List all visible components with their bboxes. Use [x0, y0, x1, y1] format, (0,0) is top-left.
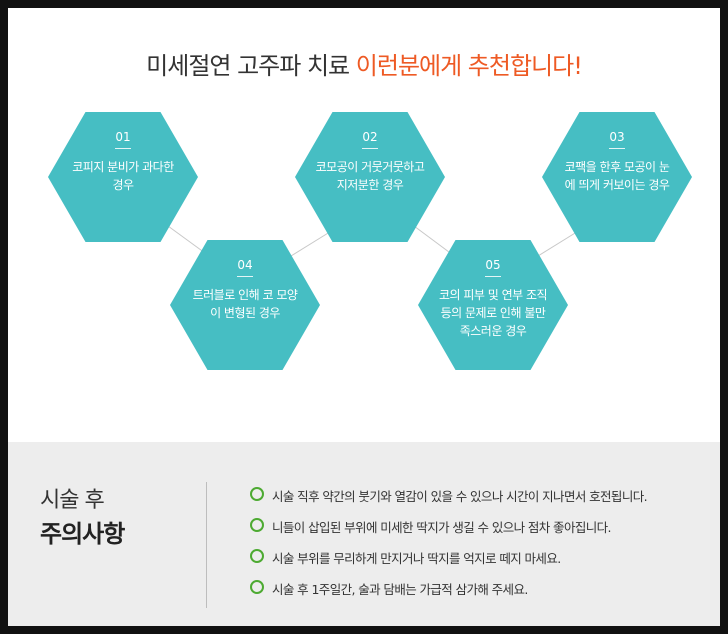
case-text: 코팩을 한후 모공이 눈에 띄게 커보이는 경우	[564, 160, 670, 192]
case-number: 03	[609, 130, 625, 144]
list-item: 니들이 삽입된 부위에 미세한 딱지가 생길 수 있으나 점차 좋아집니다.	[250, 517, 647, 548]
aftercare-title-line1: 시술 후	[40, 488, 105, 513]
aftercare-list: 시술 직후 약간의 붓기와 열감이 있을 수 있으나 시간이 지나면서 호전됩니…	[250, 486, 648, 610]
page-title: 미세절연 고주파 치료 이런분에게 추천합니다!	[8, 46, 720, 81]
content-panel: 미세절연 고주파 치료 이런분에게 추천합니다! 01 코피지 분비가 과다한 …	[8, 8, 720, 626]
vertical-divider	[206, 482, 207, 608]
aftercare-section: 시술 후 주의사항 시술 직후 약간의 붓기와 열감이 있을 수 있으나 시간이…	[8, 442, 720, 626]
connector-line	[290, 229, 334, 257]
case-text: 코모공이 거뭇거뭇하고 지저분한 경우	[315, 160, 425, 192]
case-divider	[115, 148, 131, 149]
title-plain: 미세절연 고주파 치료	[146, 52, 350, 80]
case-divider	[237, 276, 253, 277]
circle-bullet-icon	[250, 580, 264, 594]
case-divider	[485, 276, 501, 277]
case-divider	[362, 148, 378, 149]
case-hexagon-3: 03 코팩을 한후 모공이 눈에 띄게 커보이는 경우	[542, 112, 692, 242]
case-text: 트러블로 인해 코 모양이 변형된 경우	[192, 288, 298, 320]
connector-line	[537, 229, 581, 257]
aftercare-title-line2: 주의사항	[40, 520, 125, 548]
case-divider	[609, 148, 625, 149]
connector-line	[167, 225, 206, 254]
list-item-text: 니들이 삽입된 부위에 미세한 딱지가 생길 수 있으나 점차 좋아집니다.	[272, 520, 612, 535]
circle-bullet-icon	[250, 549, 264, 563]
circle-bullet-icon	[250, 487, 264, 501]
list-item: 시술 직후 약간의 붓기와 열감이 있을 수 있으나 시간이 지나면서 호전됩니…	[250, 486, 648, 517]
list-item-text: 시술 직후 약간의 붓기와 열감이 있을 수 있으나 시간이 지나면서 호전됩니…	[272, 489, 648, 504]
circle-bullet-icon	[250, 518, 264, 532]
title-accent: 이런분에게 추천합니다!	[355, 52, 583, 80]
list-item: 시술 부위를 무리하게 만지거나 딱지를 억지로 떼지 마세요.	[250, 548, 647, 579]
case-number: 02	[362, 130, 378, 144]
case-number: 05	[485, 258, 501, 272]
case-text: 코피지 분비가 과다한 경우	[72, 160, 174, 192]
list-item-text: 시술 부위를 무리하게 만지거나 딱지를 억지로 떼지 마세요.	[272, 551, 561, 566]
case-hexagon-1: 01 코피지 분비가 과다한 경우	[48, 112, 198, 242]
list-item: 시술 후 1주일간, 술과 담배는 가급적 삼가해 주세요.	[250, 579, 647, 610]
list-item-text: 시술 후 1주일간, 술과 담배는 가급적 삼가해 주세요.	[272, 582, 528, 597]
case-number: 04	[237, 258, 253, 272]
case-number: 01	[115, 130, 131, 144]
connector-line	[413, 225, 454, 256]
connector-lines	[167, 225, 581, 257]
case-text: 코의 피부 및 연부 조직 등의 문제로 인해 불만족스러운 경우	[438, 288, 548, 338]
case-hexagon-2: 02 코모공이 거뭇거뭇하고 지저분한 경우	[295, 112, 445, 242]
